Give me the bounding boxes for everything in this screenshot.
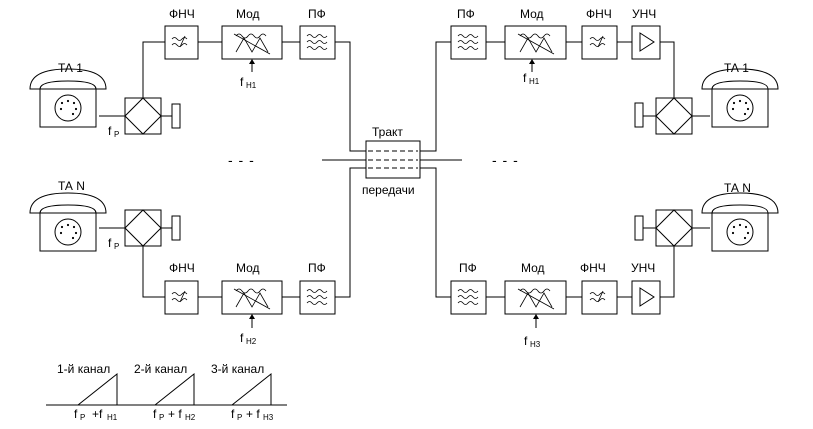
amplifier-block: [631, 25, 661, 60]
spectrum-sum-1: f Р +f Н1: [74, 407, 118, 422]
bpf-block: [450, 280, 487, 315]
lpf-block: [164, 25, 199, 60]
spectrum-label: 1-й канал: [57, 362, 110, 376]
lpf-label: ФНЧ: [169, 261, 195, 275]
fn-sub: Н1: [246, 81, 257, 90]
terminal-label-bottom-left: ТА N: [58, 179, 85, 193]
fn-sub: Н2: [246, 337, 257, 346]
fn-label: f: [240, 75, 244, 89]
terminal-label-top-left: ТА 1: [58, 61, 83, 75]
amp-label: УНЧ: [631, 261, 655, 275]
lpf-block: [581, 280, 618, 315]
bpf-label: ПФ: [459, 261, 477, 275]
terminal-label-bottom-right: ТА N: [724, 181, 751, 195]
svg-text:Р: Р: [237, 413, 242, 422]
spectrum-triangle: [154, 372, 195, 406]
bpf-block: [450, 25, 487, 60]
mod-label: Мод: [520, 7, 544, 21]
fn-sub: Н1: [529, 77, 540, 86]
svg-text:f: f: [153, 407, 157, 421]
bpf-label: ПФ: [457, 7, 475, 21]
lpf-label: ФНЧ: [586, 7, 612, 21]
lpf-label: ФНЧ: [580, 261, 606, 275]
svg-text:+f: +f: [92, 407, 103, 421]
amplifier-block: [631, 280, 661, 315]
fn-label: f: [240, 331, 244, 345]
phone-icon: [701, 192, 779, 252]
svg-text:f: f: [231, 407, 235, 421]
fp-sub: Р: [114, 130, 119, 139]
lpf-block: [581, 25, 618, 60]
bpf-label: ПФ: [308, 7, 326, 21]
terminal-label-top-right: ТА 1: [724, 61, 749, 75]
spectrum-triangle: [77, 372, 118, 406]
svg-text:Р: Р: [80, 413, 85, 422]
lpf-label: ФНЧ: [169, 7, 195, 21]
hybrid-icon: [655, 209, 693, 247]
dashes-right: - - -: [492, 152, 519, 168]
phone-icon: [701, 68, 779, 128]
mod-label: Мод: [236, 7, 260, 21]
fn-sub: Н3: [530, 340, 541, 349]
fp-label: f: [108, 124, 112, 138]
bpf-label: ПФ: [308, 261, 326, 275]
modulator-block: [504, 280, 567, 315]
svg-text:+ f: + f: [246, 407, 260, 421]
channel-label-bottom: передачи: [362, 183, 415, 197]
amp-label: УНЧ: [632, 7, 656, 21]
bpf-block: [299, 280, 336, 315]
modulator-block: [504, 25, 567, 60]
hybrid-icon: [655, 97, 693, 135]
spectrum-label: 2-й канал: [134, 362, 187, 376]
modulator-block: [221, 25, 283, 60]
spectrum-sum-3: f Р + f Н3: [231, 407, 274, 422]
svg-text:Р: Р: [159, 413, 164, 422]
svg-text:f: f: [74, 407, 78, 421]
dashes-left: - - -: [228, 152, 255, 168]
bpf-block: [299, 25, 336, 60]
mod-label: Мод: [236, 261, 260, 275]
fn-label: f: [524, 334, 528, 348]
hybrid-icon: [124, 209, 162, 247]
hybrid-icon: [124, 97, 162, 135]
phone-icon: [29, 68, 107, 128]
svg-text:+ f: + f: [168, 407, 182, 421]
channel-label-top: Тракт: [372, 125, 403, 139]
lpf-block: [164, 280, 199, 315]
phone-icon: [29, 192, 107, 252]
fp-label: f: [108, 236, 112, 250]
svg-text:Н3: Н3: [263, 413, 274, 422]
svg-text:Н2: Н2: [185, 413, 196, 422]
mod-label: Мод: [521, 261, 545, 275]
spectrum-label: 3-й канал: [211, 362, 264, 376]
svg-text:Н1: Н1: [107, 413, 118, 422]
spectrum-triangle: [231, 372, 272, 406]
fn-label: f: [523, 71, 527, 85]
spectrum-sum-2: f Р + f Н2: [153, 407, 196, 422]
modulator-block: [221, 280, 283, 315]
fp-sub: Р: [114, 242, 119, 251]
